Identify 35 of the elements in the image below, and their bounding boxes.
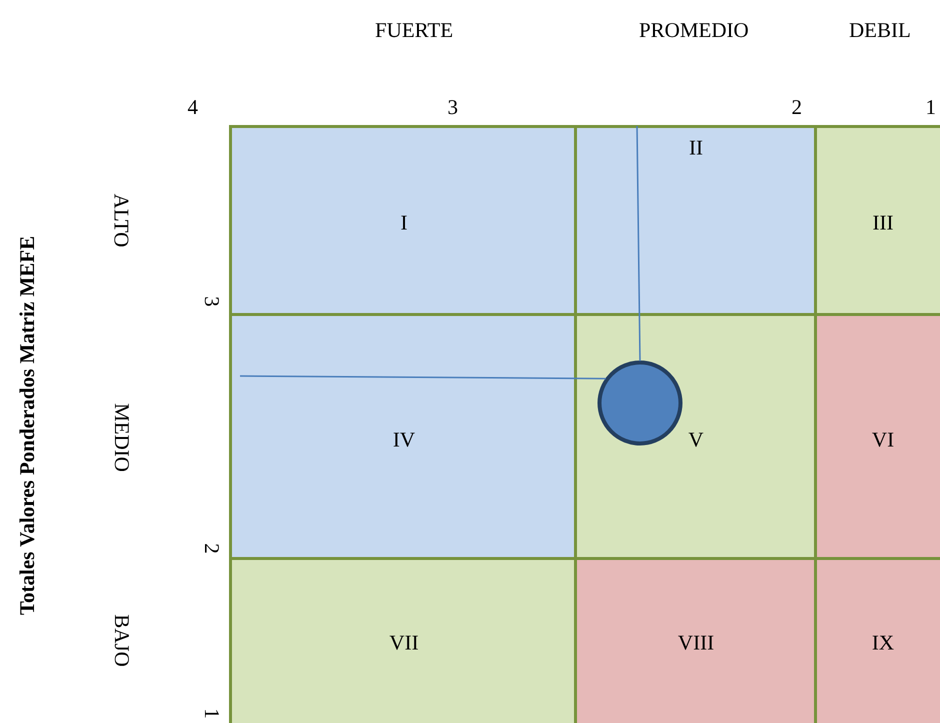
- guide-line: [636, 126, 641, 361]
- axis-tick: 3: [198, 296, 224, 306]
- matrix-cell: [229, 125, 577, 316]
- quadrant-number: II: [689, 136, 703, 160]
- matrix-cell: [574, 125, 817, 316]
- quadrant-number: VIII: [678, 630, 714, 656]
- quadrant-number: III: [872, 210, 894, 236]
- axis-category: DEBIL: [849, 18, 911, 42]
- quadrant-number: IX: [872, 630, 894, 656]
- axis-category: FUERTE: [375, 18, 454, 42]
- matrix-cell: [814, 557, 940, 723]
- quadrant-number: IV: [392, 428, 416, 452]
- quadrant-number: I: [400, 210, 408, 236]
- position-circle: [597, 360, 683, 446]
- matrix-cell: [574, 313, 817, 560]
- axis-category: PROMEDIO: [639, 18, 749, 42]
- axis-tick: 2: [198, 542, 224, 554]
- matrix-cell: [574, 557, 817, 723]
- axis-category: ALTO: [108, 193, 134, 247]
- matrix-cell: [229, 313, 577, 560]
- guide-line: [240, 375, 606, 380]
- axis-category: BAJO: [108, 614, 134, 666]
- axis-tick: 4: [188, 94, 198, 120]
- axis-title: Totales Valores Ponderados Matriz MEFE: [14, 235, 40, 615]
- quadrant-number: VI: [872, 428, 894, 452]
- matrix-cell: [229, 557, 577, 723]
- axis-tick: 2: [792, 94, 802, 120]
- axis-tick: 1: [926, 94, 936, 120]
- matrix-cell: [814, 125, 940, 316]
- axis-tick: 1: [198, 708, 224, 718]
- axis-tick: 3: [448, 94, 458, 120]
- quadrant-number: V: [688, 428, 704, 452]
- axis-category: MEDIO: [108, 402, 134, 472]
- quadrant-number: VII: [389, 630, 419, 656]
- matrix-cell: [814, 313, 940, 560]
